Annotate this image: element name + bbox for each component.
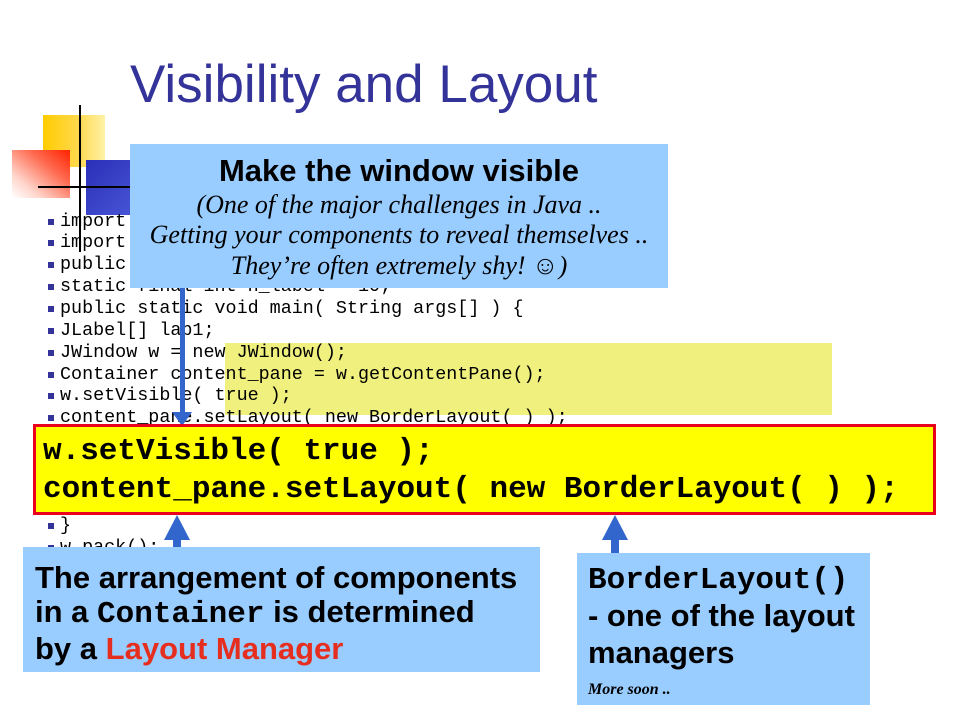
code-line: import [48,211,848,233]
callout-text: by a [35,631,106,666]
callout-code: BorderLayout() [588,563,849,598]
callout-line: (One of the major challenges in Java .. [196,190,602,219]
up-arrow-icon [602,515,628,540]
code-text: JLabel[] lab1; [60,320,215,341]
callout-line: - one of the layout [588,598,855,633]
callout-code: Container [97,597,265,632]
callout-line: by a Layout Manager [35,633,343,664]
logo-vertical-line [79,105,81,252]
down-arrow-shaft [180,286,185,414]
list-bullet [48,240,54,246]
code-line: Container content_pane = w.getContentPan… [48,364,848,386]
callout-emphasis: Layout Manager [105,631,344,666]
callout-line: managers [588,635,735,670]
highlighted-code-line: w.setVisible( true ); [43,434,434,469]
code-line: w.setVisible( true ); [48,385,848,407]
code-line: public [48,254,848,276]
logo-horizontal-line [38,186,150,188]
code-line: import [48,232,848,254]
down-arrow-icon [172,412,192,426]
up-arrow-icon [164,515,190,540]
logo-red-square [12,150,70,198]
up-arrow-shaft [173,539,181,549]
callout-heading: Make the window visible [218,153,580,188]
callout-line: The arrangement of components [35,560,518,595]
callout-text: in a [35,594,98,629]
list-bullet [48,262,54,268]
code-text: import [60,211,127,232]
callout-line: in a Container is determined [35,596,475,630]
list-bullet [48,284,54,290]
code-text: } [60,515,72,536]
code-line: public static void main( String args[] )… [48,298,848,320]
list-bullet [48,219,54,225]
list-bullet [48,415,54,421]
visibility-callout: Make the window visible (One of the majo… [130,144,668,288]
code-text: Container content_pane = w.getContentPan… [60,364,546,385]
code-line: } [48,515,848,537]
code-text: public [60,254,127,275]
code-text: public static void main( String args[] )… [60,298,524,319]
callout-line: They’re often extremely shy! ☺) [230,251,568,280]
code-line: JLabel[] lab1; [48,320,848,342]
list-bullet [48,328,54,334]
callout-note: More soon .. [588,681,671,698]
code-text: w.setVisible( true ); [60,385,292,406]
highlighted-code-line: content_pane.setLayout( new BorderLayout… [43,472,899,507]
list-bullet [48,306,54,312]
slide-title: Visibility and Layout [130,55,598,114]
layout-manager-callout: The arrangement of components in a Conta… [23,547,540,672]
list-bullet [48,393,54,399]
code-text: import [60,232,127,253]
highlighted-code-box: w.setVisible( true ); content_pane.setLa… [33,424,936,515]
code-line: JWindow w = new JWindow(); [48,342,848,364]
callout-line: Getting your components to reveal themse… [149,220,649,249]
code-highlight [225,343,832,415]
up-arrow-shaft [611,539,619,555]
list-bullet [48,372,54,378]
list-bullet [48,350,54,356]
list-bullet [48,523,54,529]
code-text: JWindow w = new JWindow(); [60,342,347,363]
callout-text: is determined [264,594,475,629]
border-layout-callout: BorderLayout() - one of the layout manag… [577,553,870,705]
